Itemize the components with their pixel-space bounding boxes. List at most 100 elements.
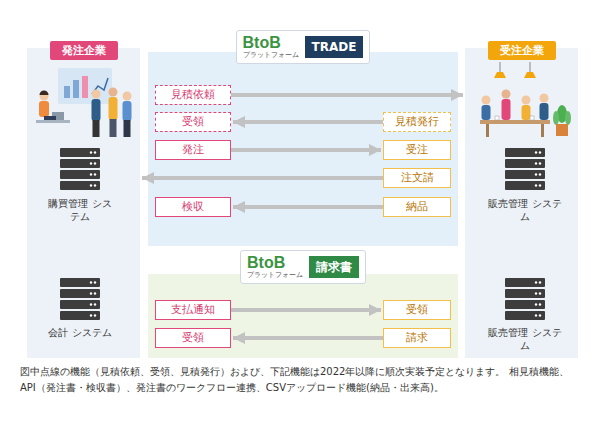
illustration-shape: [505, 311, 545, 320]
process-box: 受注: [383, 140, 451, 160]
illustration-shape: [94, 151, 96, 153]
logo-mark-group: BtoBプラットフォーム: [247, 254, 303, 280]
platform-logo: BtoBプラットフォーム請求書: [240, 250, 366, 284]
illustration-shape: [553, 111, 559, 125]
illustration-shape: [535, 281, 537, 283]
step-label: 受領: [182, 331, 204, 345]
system-name: 販売管理 システム: [485, 326, 565, 352]
meeting-illustration: [480, 62, 571, 137]
illustration-shape: [535, 184, 537, 186]
illustration-shape: [94, 314, 96, 316]
step-label: 検収: [182, 200, 204, 214]
logo-mark-group: BtoBプラットフォーム: [243, 34, 299, 60]
step-label: 受注: [406, 143, 428, 157]
illustration-shape: [94, 173, 96, 175]
illustration-shape: [505, 170, 545, 179]
process-box: 見積発行: [383, 112, 451, 132]
illustration-shape: [90, 162, 92, 164]
illustration-shape: [505, 289, 545, 298]
illustration-shape: [505, 159, 545, 168]
illustration-shape: [73, 80, 79, 98]
illustration-shape: [541, 124, 544, 137]
illustration-shape: [64, 86, 70, 98]
process-box: 支払通知: [155, 300, 231, 320]
flow-arrow: [231, 93, 463, 97]
illustration-shape: [539, 303, 541, 305]
step-label: 見積依頼: [171, 88, 215, 102]
illustration-shape: [540, 94, 549, 103]
system-label: 販売管理 システム: [485, 197, 565, 223]
flow-arrow: [233, 336, 383, 340]
system-label: 購買管理 システム: [44, 197, 116, 223]
illustration-shape: [482, 96, 491, 105]
illustration-shape: [486, 124, 489, 137]
illustration-shape: [557, 105, 567, 123]
step-label: 注文請: [401, 171, 434, 185]
flow-arrow: [233, 205, 383, 209]
process-box: 受領: [383, 300, 451, 320]
illustration-shape: [90, 281, 92, 283]
badge-row: 発注企業: [27, 39, 140, 60]
flow-arrow: [233, 120, 383, 124]
illustration-shape: [535, 314, 537, 316]
flow-arrow: [231, 148, 381, 152]
logo-subtitle: プラットフォーム: [243, 51, 299, 60]
illustration-shape: [535, 292, 537, 294]
step-label: 支払通知: [171, 303, 215, 317]
system-name: 販売管理 システム: [485, 197, 565, 223]
illustration-shape: [505, 278, 545, 287]
illustration-shape: [539, 151, 541, 153]
system-label: 会計 システム: [44, 326, 116, 339]
illustration-shape: [494, 72, 506, 78]
illustration-shape: [109, 88, 118, 97]
illustration-shape: [535, 151, 537, 153]
illustration-shape: [60, 289, 100, 298]
platform-panel: BtoBプラットフォーム請求書支払通知受領受領請求: [148, 274, 458, 358]
illustration-shape: [90, 151, 92, 153]
step-label: 受領: [182, 115, 204, 129]
platform-logo: BtoBプラットフォームTRADE: [236, 30, 371, 64]
illustration-shape: [556, 124, 568, 136]
step-label: 発注: [182, 143, 204, 157]
illustration-shape: [505, 300, 545, 309]
illustration-shape: [82, 76, 88, 98]
illustration-shape: [90, 292, 92, 294]
company-badge: 発注企業: [50, 41, 118, 60]
caption: 図中点線の機能（見積依頼、受領、見積発行）および、下記機能は2022年以降に順次…: [20, 366, 569, 393]
process-box: 検収: [155, 197, 231, 217]
caption-box: 図中点線の機能（見積依頼、受領、見積発行）および、下記機能は2022年以降に順次…: [20, 364, 580, 396]
illustration-shape: [539, 173, 541, 175]
illustration-shape: [500, 62, 501, 72]
illustration-shape: [539, 314, 541, 316]
illustration-shape: [565, 111, 571, 125]
illustration-shape: [60, 170, 100, 179]
illustration-shape: [123, 101, 132, 121]
illustration-shape: [58, 68, 112, 104]
illustration-shape: [505, 148, 545, 157]
illustration-shape: [110, 119, 117, 137]
illustration-shape: [530, 116, 534, 120]
illustration-shape: [124, 120, 131, 137]
illustration-shape: [94, 184, 96, 186]
illustration-shape: [52, 112, 64, 120]
company-panel: 発注企業購買管理 システム会計 システム: [27, 48, 140, 358]
flow-arrow: [231, 308, 381, 312]
illustration-shape: [90, 303, 92, 305]
illustration-shape: [539, 162, 541, 164]
system-label: 販売管理 システム: [485, 326, 565, 352]
illustration-shape: [60, 278, 100, 287]
illustration-shape: [90, 184, 92, 186]
process-box: 見積依頼: [155, 85, 231, 105]
illustration-shape: [539, 184, 541, 186]
step-label: 請求: [406, 331, 428, 345]
illustration-shape: [502, 99, 511, 120]
illustration-shape: [522, 105, 531, 120]
illustration-shape: [92, 90, 101, 99]
process-box: 請求: [383, 328, 451, 348]
process-box: 受領: [155, 328, 231, 348]
illustration-shape: [530, 62, 531, 72]
logo-mark: BtoB: [247, 254, 285, 271]
step-label: 見積発行: [395, 115, 439, 129]
